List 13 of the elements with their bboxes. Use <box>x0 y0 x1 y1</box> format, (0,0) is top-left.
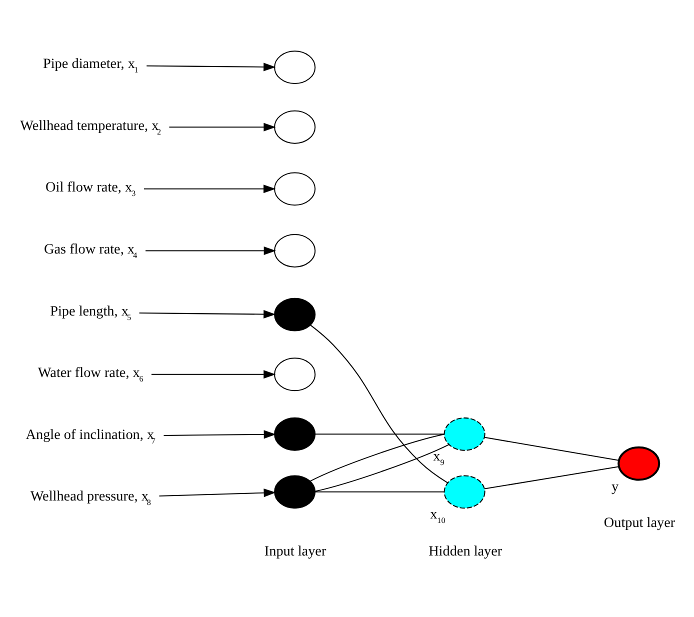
label: Input layer <box>264 543 326 560</box>
node-text: Gas flow rate, x$_{4}$ <box>44 241 138 260</box>
label: Output layer <box>604 515 676 532</box>
node-text: Pipe length, x$_{5}$ <box>50 303 132 322</box>
label: Hidden layer <box>428 543 502 560</box>
node-label: x$_{10}$ <box>430 506 446 525</box>
node-label: x$_{9}$ <box>433 448 444 468</box>
node-text: Pipe diameter, x$_{1}$ <box>42 56 138 75</box>
node-text: Wellhead temperature, x$_{2}$ <box>20 118 162 136</box>
node-text: Water flow rate, x$_{6}$ <box>38 365 144 384</box>
node-text: Wellhead pressure, x$_{8}$ <box>30 488 151 508</box>
node-text: Oil flow rate, x$_{3}$ <box>46 180 136 198</box>
node-label: y <box>611 479 619 496</box>
